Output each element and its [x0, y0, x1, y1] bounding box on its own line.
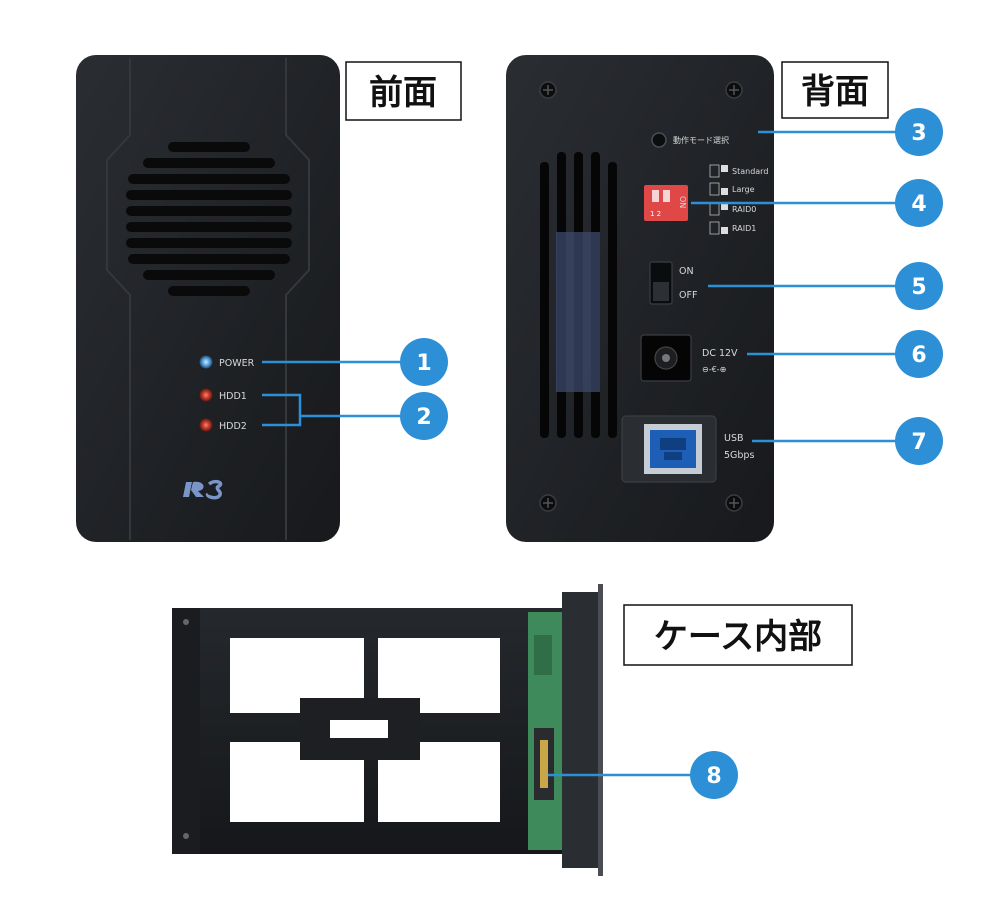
power-led-label: POWER: [219, 358, 255, 369]
dip-on-label: ON: [678, 196, 687, 208]
svg-text:5: 5: [911, 275, 926, 300]
svg-text:2: 2: [416, 405, 431, 430]
vent-slots: [540, 152, 617, 438]
callout-5: 5: [895, 262, 943, 310]
switch-off-label: OFF: [679, 290, 697, 301]
svg-text:3: 3: [911, 121, 926, 146]
front-label-box: 前面: [345, 61, 462, 121]
usb-label: USB: [724, 433, 744, 444]
back-label-box: 背面: [781, 61, 889, 119]
callout-3: 3: [895, 108, 943, 156]
inside-label-box: ケース内部: [623, 604, 853, 666]
drive-tray: [172, 584, 603, 876]
usb-speed-label: 5Gbps: [724, 450, 754, 461]
mode-button-label: 動作モード選択: [673, 135, 729, 145]
back-panel: 動作モード選択 ON 1 2 Standard Large RAID0 RAID…: [506, 55, 774, 542]
dip-mode-raid1: RAID1: [732, 224, 756, 233]
front-label: 前面: [369, 73, 437, 113]
dip-digits: 1 2: [650, 210, 661, 218]
svg-text:4: 4: [911, 192, 926, 217]
hdd1-led-icon: [199, 388, 213, 402]
svg-text:6: 6: [911, 343, 926, 368]
dip-mode-raid0: RAID0: [732, 205, 756, 214]
speaker-grille: [126, 142, 292, 296]
dip-switch[interactable]: ON 1 2: [644, 185, 688, 221]
front-panel: POWER HDD1 HDD2: [76, 55, 340, 542]
dc-jack[interactable]: [640, 334, 692, 382]
callout-4: 4: [895, 179, 943, 227]
usb-port[interactable]: [621, 415, 717, 483]
callout-1: 1: [400, 338, 448, 386]
inside-label: ケース内部: [654, 617, 822, 657]
hdd2-led-label: HDD2: [219, 421, 247, 432]
front-enclosure: [76, 55, 340, 542]
screw-icon: [539, 81, 743, 512]
dc-label: DC 12V: [702, 348, 738, 359]
back-label: 背面: [801, 72, 869, 112]
dip-mode-standard: Standard: [732, 167, 768, 176]
switch-on-label: ON: [679, 266, 694, 277]
svg-text:1: 1: [416, 351, 431, 376]
callout-7: 7: [895, 417, 943, 465]
callout-8: 8: [690, 751, 738, 799]
power-switch[interactable]: [649, 261, 673, 305]
brand-logo-icon: [183, 479, 223, 500]
hdd2-led-icon: [199, 418, 213, 432]
callout-2: 2: [400, 392, 448, 440]
power-led-icon: [199, 355, 213, 369]
dip-mode-legend: Standard Large RAID0 RAID1: [709, 164, 768, 235]
callout-6: 6: [895, 330, 943, 378]
dc-polarity-icon: ⊖-€-⊕: [702, 365, 726, 374]
svg-text:8: 8: [706, 764, 721, 789]
mode-select-button[interactable]: [651, 132, 667, 148]
dip-mode-large: Large: [732, 185, 755, 194]
hdd1-led-label: HDD1: [219, 391, 247, 402]
svg-text:7: 7: [911, 430, 926, 455]
